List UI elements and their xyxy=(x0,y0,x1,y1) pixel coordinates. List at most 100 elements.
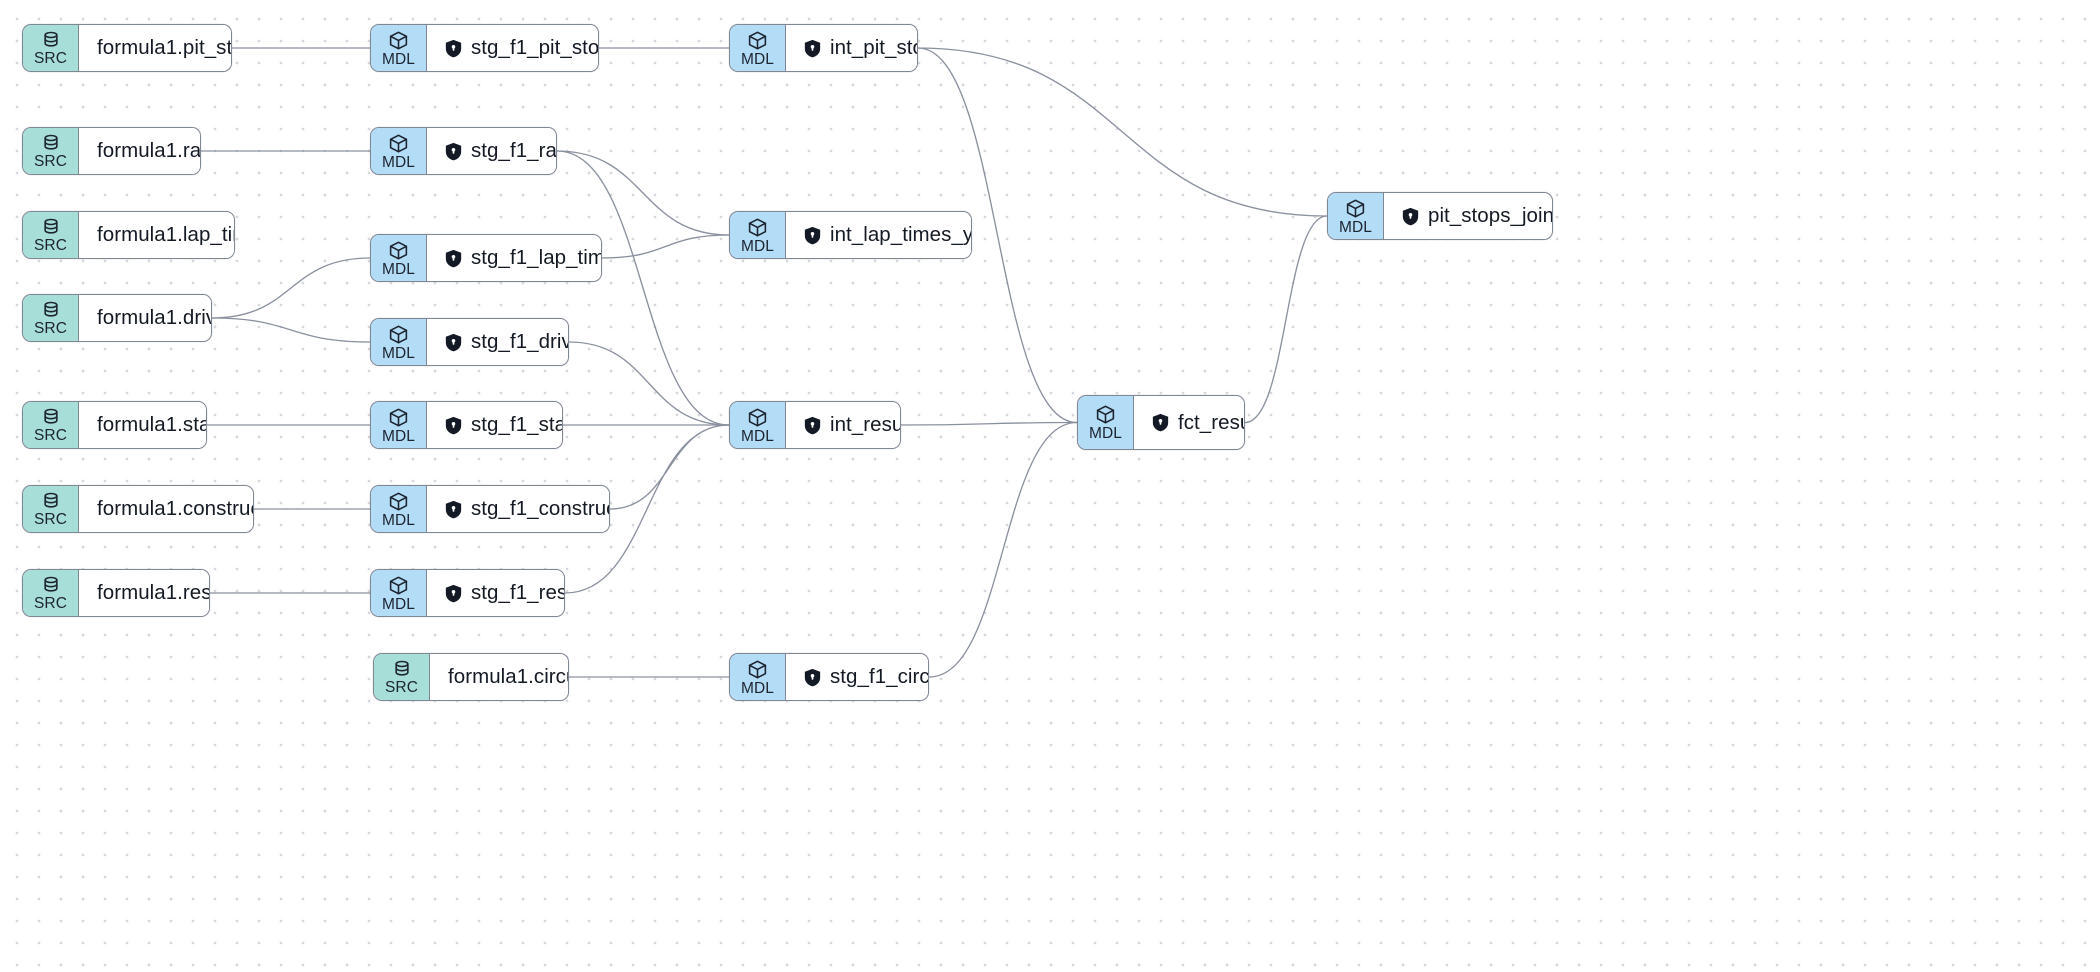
shield-icon xyxy=(445,584,462,603)
node-label: stg_f1_status xyxy=(471,413,562,436)
node-body: formula1.drivers xyxy=(79,295,211,341)
shield-icon xyxy=(1402,207,1419,226)
node-label: formula1.results xyxy=(97,581,210,604)
edge-stg_drivers-to-int_results xyxy=(568,341,730,426)
node-type-label: MDL xyxy=(1088,425,1123,443)
edge-stg_circuits-to-fct_results xyxy=(928,421,1078,678)
node-body: formula1.circuits xyxy=(430,654,568,700)
cube-icon xyxy=(1345,198,1366,219)
graph-node-int_results[interactable]: MDL int_results xyxy=(729,401,901,449)
graph-node-stg_circuits[interactable]: MDL stg_f1_circuits xyxy=(729,653,929,701)
graph-node-int_pit_stops[interactable]: MDL int_pit_stops xyxy=(729,24,918,72)
node-body: stg_f1_status xyxy=(427,402,562,448)
node-label: formula1.pit_stops xyxy=(97,36,232,59)
node-label: formula1.drivers xyxy=(97,306,211,329)
node-type-label: MDL xyxy=(381,344,416,362)
database-icon xyxy=(41,407,61,427)
shield-icon xyxy=(445,142,462,161)
node-label: stg_f1_drivers xyxy=(471,330,568,353)
node-type-badge: MDL xyxy=(371,570,427,616)
database-icon xyxy=(41,30,61,50)
node-type-badge: MDL xyxy=(371,486,427,532)
graph-node-src_pit_stops[interactable]: SRC formula1.pit_stops xyxy=(22,24,232,72)
node-type-badge: SRC xyxy=(23,295,79,341)
cube-icon xyxy=(388,324,409,345)
graph-node-src_status[interactable]: SRC formula1.status xyxy=(22,401,207,449)
cube-icon xyxy=(388,133,409,154)
shield-icon xyxy=(804,416,821,435)
database-icon xyxy=(41,300,61,320)
node-body: fct_results xyxy=(1134,396,1244,449)
shield-icon xyxy=(804,668,821,687)
node-type-label: SRC xyxy=(384,679,419,697)
cube-icon xyxy=(388,491,409,512)
graph-node-stg_results[interactable]: MDL stg_f1_results xyxy=(370,569,565,617)
cube-icon xyxy=(747,30,768,51)
graph-node-src_drivers[interactable]: SRC formula1.drivers xyxy=(22,294,212,342)
node-type-label: MDL xyxy=(740,50,775,68)
graph-node-fct_results[interactable]: MDL fct_results xyxy=(1077,395,1245,450)
cube-icon xyxy=(747,659,768,680)
node-label: formula1.races xyxy=(97,139,201,162)
node-body: int_pit_stops xyxy=(786,25,917,71)
node-label: pit_stops_joined xyxy=(1428,204,1553,227)
node-label: formula1.status xyxy=(97,413,206,436)
node-type-label: MDL xyxy=(381,50,416,68)
graph-node-stg_races[interactable]: MDL stg_f1_races xyxy=(370,127,557,175)
graph-node-stg_drivers[interactable]: MDL stg_f1_drivers xyxy=(370,318,569,366)
edge-stg_constructors-to-int_results xyxy=(609,424,730,510)
node-type-label: SRC xyxy=(33,50,68,68)
node-body: stg_f1_circuits xyxy=(786,654,928,700)
database-icon xyxy=(41,133,61,153)
database-icon xyxy=(41,491,61,511)
node-label: stg_f1_lap_times xyxy=(471,246,601,269)
node-label: fct_results xyxy=(1178,410,1244,434)
node-body: formula1.status xyxy=(79,402,206,448)
node-type-badge: SRC xyxy=(374,654,430,700)
node-type-badge: SRC xyxy=(23,402,79,448)
graph-node-src_circuits[interactable]: SRC formula1.circuits xyxy=(373,653,569,701)
cube-icon xyxy=(388,407,409,428)
edge-src_drivers-to-stg_drivers xyxy=(211,317,371,343)
node-type-badge: MDL xyxy=(1078,396,1134,449)
cube-icon xyxy=(388,30,409,51)
node-body: stg_f1_lap_times xyxy=(427,235,601,281)
shield-icon xyxy=(1152,413,1169,432)
graph-node-pit_stops_joined[interactable]: MDL pit_stops_joined xyxy=(1327,192,1553,240)
graph-node-int_lap_times_years[interactable]: MDL int_lap_times_years xyxy=(729,211,972,259)
shield-icon xyxy=(804,39,821,58)
cube-icon xyxy=(388,240,409,261)
node-type-badge: MDL xyxy=(371,25,427,71)
edge-src_drivers-to-stg_lap_times xyxy=(211,257,371,319)
node-type-label: MDL xyxy=(740,679,775,697)
edge-int_pit_stops-to-pit_stops_joined xyxy=(917,47,1328,217)
node-body: formula1.constructors xyxy=(79,486,253,532)
edge-int_results-to-fct_results xyxy=(900,421,1078,426)
shield-icon xyxy=(445,416,462,435)
node-type-badge: MDL xyxy=(371,402,427,448)
node-type-label: MDL xyxy=(381,595,416,613)
graph-node-stg_lap_times[interactable]: MDL stg_f1_lap_times xyxy=(370,234,602,282)
graph-node-stg_status[interactable]: MDL stg_f1_status xyxy=(370,401,563,449)
graph-node-stg_pit_stops[interactable]: MDL stg_f1_pit_stops xyxy=(370,24,599,72)
node-body: stg_f1_pit_stops xyxy=(427,25,598,71)
node-label: formula1.constructors xyxy=(97,497,253,520)
shield-icon xyxy=(445,249,462,268)
edge-stg_lap_times-to-int_lap_times_years xyxy=(601,234,730,259)
node-type-badge: MDL xyxy=(1328,193,1384,239)
graph-node-stg_constructors[interactable]: MDL stg_f1_constructors xyxy=(370,485,610,533)
node-type-badge: MDL xyxy=(371,128,427,174)
node-label: formula1.lap_times xyxy=(97,223,234,246)
cube-icon xyxy=(388,575,409,596)
edge-stg_races-to-int_results xyxy=(556,150,730,426)
node-label: stg_f1_races xyxy=(471,139,557,162)
node-label: stg_f1_results xyxy=(471,581,565,604)
node-type-badge: MDL xyxy=(730,402,786,448)
cube-icon xyxy=(747,217,768,238)
